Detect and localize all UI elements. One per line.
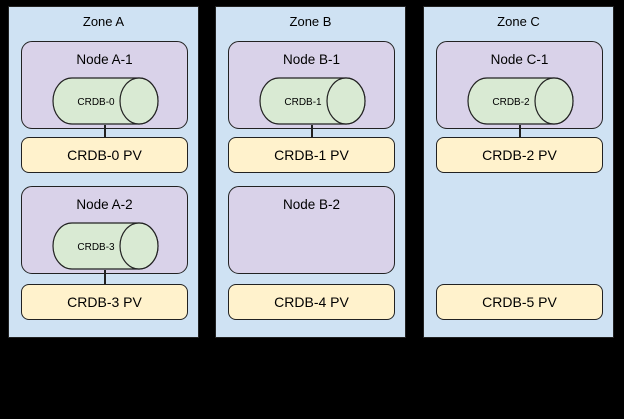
pod-cylinder-crdb-2: CRDB-2 bbox=[467, 77, 574, 125]
pv-crdb-5: CRDB-5 PV bbox=[436, 284, 603, 320]
connector-pod0-pv0 bbox=[104, 125, 106, 137]
pod-cylinder-crdb-1: CRDB-1 bbox=[259, 77, 366, 125]
cylinder-cap-ellipse bbox=[326, 77, 366, 125]
node-b-2-label: Node B-2 bbox=[282, 197, 341, 212]
cylinder-cap-ellipse bbox=[534, 77, 574, 125]
zone-b-title: Zone B bbox=[289, 14, 332, 29]
node-a-2-label: Node A-2 bbox=[76, 197, 133, 212]
pv-crdb-3-label: CRDB-3 PV bbox=[67, 294, 142, 310]
pv-crdb-4-label: CRDB-4 PV bbox=[274, 294, 349, 310]
node-a-1: Node A-1 CRDB-0 bbox=[21, 41, 188, 129]
zone-c-title: Zone C bbox=[497, 14, 540, 29]
node-a-2: Node A-2 CRDB-3 bbox=[21, 186, 188, 274]
node-c-1: Node C-1 CRDB-2 bbox=[436, 41, 603, 129]
cylinder-cap-ellipse bbox=[119, 222, 159, 270]
zone-b: Zone B Node B-1 CRDB-1 CRDB-1 PV Node B-… bbox=[215, 6, 406, 338]
node-b-1: Node B-1 CRDB-1 bbox=[228, 41, 395, 129]
node-a-1-label: Node A-1 bbox=[76, 52, 133, 67]
zone-a-title: Zone A bbox=[82, 14, 125, 29]
pv-crdb-2-label: CRDB-2 PV bbox=[482, 147, 557, 163]
node-b-2: Node B-2 bbox=[228, 186, 395, 274]
node-b-1-label: Node B-1 bbox=[282, 52, 341, 67]
connector-pod2-pv2 bbox=[519, 125, 521, 137]
pod-cylinder-crdb-3: CRDB-3 bbox=[52, 222, 159, 270]
connector-pod3-pv3 bbox=[104, 270, 106, 284]
pod-cylinder-crdb-0: CRDB-0 bbox=[52, 77, 159, 125]
pv-crdb-2: CRDB-2 PV bbox=[436, 137, 603, 173]
pod-crdb-0-label: CRDB-0 bbox=[77, 97, 115, 108]
pod-crdb-3-label: CRDB-3 bbox=[77, 242, 115, 253]
pv-crdb-0: CRDB-0 PV bbox=[21, 137, 188, 173]
connector-pod1-pv1 bbox=[311, 125, 313, 137]
pv-crdb-1-label: CRDB-1 PV bbox=[274, 147, 349, 163]
zone-c: Zone C Node C-1 CRDB-2 CRDB-2 PV CRDB-5 … bbox=[423, 6, 614, 338]
pv-crdb-0-label: CRDB-0 PV bbox=[67, 147, 142, 163]
zone-a: Zone A Node A-1 CRDB-0 CRDB-0 PV Node A-… bbox=[8, 6, 199, 338]
pv-crdb-3: CRDB-3 PV bbox=[21, 284, 188, 320]
pv-crdb-4: CRDB-4 PV bbox=[228, 284, 395, 320]
cylinder-cap-ellipse bbox=[119, 77, 159, 125]
pod-crdb-2-label: CRDB-2 bbox=[492, 97, 530, 108]
pod-crdb-1-label: CRDB-1 bbox=[284, 97, 322, 108]
node-c-1-label: Node C-1 bbox=[490, 52, 549, 67]
pv-crdb-1: CRDB-1 PV bbox=[228, 137, 395, 173]
pv-crdb-5-label: CRDB-5 PV bbox=[482, 294, 557, 310]
